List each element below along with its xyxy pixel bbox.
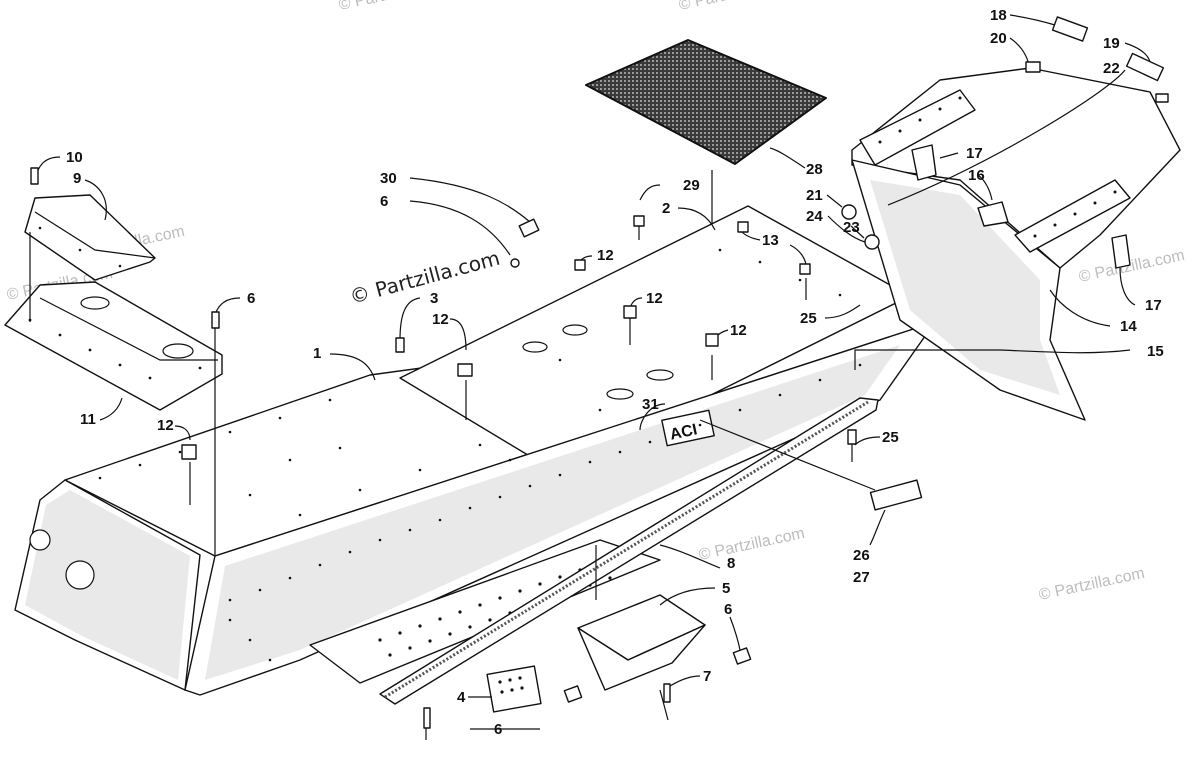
callout-2: 2 — [662, 200, 670, 217]
upper-shield-part — [24, 194, 156, 281]
callout-30: 30 — [380, 170, 397, 187]
plate-part — [486, 665, 542, 713]
callout-21: 21 — [806, 187, 823, 204]
callout-4: 4 — [457, 689, 466, 706]
decal-part — [1051, 16, 1089, 42]
callout-12-left: 12 — [157, 417, 174, 434]
callout-31: 31 — [642, 396, 659, 413]
callout-27: 27 — [853, 569, 870, 586]
callout-6-seat: 6 — [380, 193, 388, 210]
callout-6-bottom: 6 — [494, 721, 502, 738]
callout-22: 22 — [1103, 60, 1120, 77]
watermark-faint: © Partzilla.com — [697, 525, 806, 564]
callout-12-mid: 12 — [432, 311, 449, 328]
callout-26: 26 — [853, 547, 870, 564]
callout-12-center: 12 — [646, 290, 663, 307]
callout-19: 19 — [1103, 35, 1120, 52]
callout-25-top: 25 — [800, 310, 817, 327]
callout-12-right: 12 — [730, 322, 747, 339]
callout-29: 29 — [683, 177, 700, 194]
bracket-part — [577, 594, 706, 691]
reflector-part — [869, 479, 923, 511]
fasteners — [30, 61, 1169, 729]
callout-17-bottom: 17 — [1145, 297, 1162, 314]
callout-9: 9 — [73, 170, 81, 187]
callout-20: 20 — [990, 30, 1007, 47]
watermark-faint: © Partzilla.com — [1037, 565, 1146, 604]
lower-shield-part — [4, 281, 223, 411]
callout-23: 23 — [843, 219, 860, 236]
callout-14: 14 — [1120, 318, 1137, 335]
callout-12-top: 12 — [597, 247, 614, 264]
callout-5: 5 — [722, 580, 730, 597]
watermark-main: © Partzilla.com — [347, 246, 502, 309]
callout-25-bottom: 25 — [882, 429, 899, 446]
callout-10: 10 — [66, 149, 83, 166]
callout-17-top: 17 — [966, 145, 983, 162]
watermark-faint: © Partzilla.com — [1077, 247, 1186, 286]
callout-13: 13 — [762, 232, 779, 249]
callout-1: 1 — [313, 345, 321, 362]
callout-labels: 1 2 3 4 5 6 6 6 6 7 8 9 10 11 12 12 12 1… — [66, 7, 1164, 738]
callout-8: 8 — [727, 555, 735, 572]
callout-11: 11 — [80, 411, 96, 428]
callout-24: 24 — [806, 208, 823, 225]
callout-16: 16 — [968, 167, 985, 184]
side-rail-part — [379, 397, 879, 705]
callout-6-top: 6 — [247, 290, 255, 307]
callout-28: 28 — [806, 161, 823, 178]
svg-text:ACI: ACI — [668, 421, 698, 443]
watermark-faint: © Partzilla.com — [677, 0, 786, 14]
callout-6-right: 6 — [724, 601, 732, 618]
watermark-faint: © Partzilla.com — [337, 0, 446, 14]
rear-bumper-part — [841, 67, 1181, 421]
callout-3: 3 — [430, 290, 438, 307]
callout-18: 18 — [990, 7, 1007, 24]
callout-7: 7 — [703, 668, 711, 685]
decal-part — [1125, 52, 1165, 82]
callout-15: 15 — [1147, 343, 1164, 360]
